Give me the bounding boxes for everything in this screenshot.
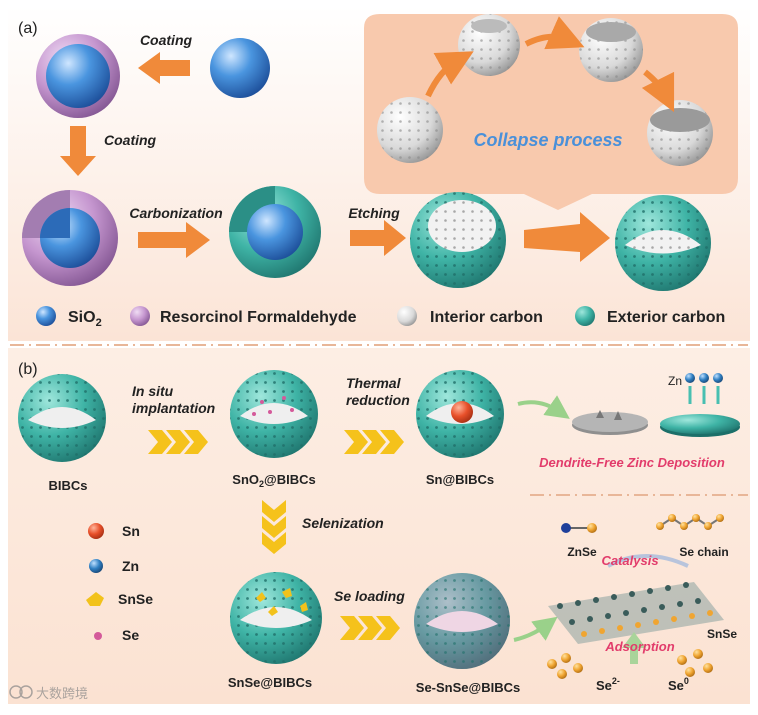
legend-b-se-swatch [94,632,102,640]
zinc-plate-rough [572,410,648,435]
bibcs-sphere [18,374,106,462]
snse-lattice [548,582,724,644]
carbonization-label: Carbonization [129,205,222,221]
legend-b-zn-swatch [89,559,103,573]
collapse-sphere-4 [647,100,713,166]
etching-label: Etching [348,205,400,221]
arrow-etching [350,220,406,256]
collapse-sphere-3 [579,18,643,82]
legend-b-snse-label: SnSe [118,591,153,607]
collapse-sphere-1 [377,97,443,163]
collapse-process-label: Collapse process [473,130,622,150]
collapse-arrow-2 [524,16,585,50]
coating-label-2: Coating [104,132,157,148]
zn-ion-3 [713,373,723,383]
sn-bibcs-sphere [416,370,504,458]
legend-b-zn-label: Zn [122,558,139,574]
chevrons-se-loading [340,616,400,640]
legend-a-interior-label: Interior carbon [430,309,543,326]
se-chain [656,514,724,530]
dendrite-free-label: Dendrite-Free Zinc Deposition [539,455,725,470]
zinc-plate-smooth [660,414,740,437]
se2-ions [547,653,583,679]
znse-label: ZnSe [567,545,597,559]
panel-a-label: (a) [18,20,38,37]
watermark-logo: 大数跨境 [9,685,88,701]
legend-a-interior-swatch [397,306,417,326]
arrow-carbonization [138,222,210,258]
catalysis-arc [607,554,689,568]
znse-molecule [561,523,597,533]
rf-coated-sphere [22,190,118,286]
legend-a-rf-swatch [130,306,150,326]
arrow-coating-2 [60,126,96,176]
sno2-bibcs-sphere [230,370,318,458]
sn-bibcs-label: Sn@BIBCs [426,472,494,487]
legend-a-exterior-swatch [575,306,595,326]
snse-bibcs-sphere [230,572,322,664]
zn-ion-2 [699,373,709,383]
se0-label: Se0 [668,676,689,693]
se-loading-label: Se loading [334,588,405,604]
arrow-coating-1 [138,52,190,84]
legend-b-sn-swatch [88,523,104,539]
arrow-to-mechanism [513,616,558,642]
in-situ-label-1: In situ [132,383,174,399]
arrow-collapse [524,212,610,262]
collapse-arrow-1 [425,51,474,98]
chevrons-in-situ [148,430,208,454]
collapsed-sphere [615,195,711,291]
snse-lattice-label: SnSe [707,627,737,641]
zn-ion-1 [685,373,695,383]
legend-b-se-label: Se [122,627,139,643]
legend-a-exterior-label: Exterior carbon [607,309,725,326]
se-snse-bibcs-sphere [414,573,510,669]
coated-sphere [36,34,120,118]
etched-sphere [410,192,506,288]
in-situ-label-2: implantation [132,400,215,416]
snse-bibcs-label: SnSe@BIBCs [228,675,312,690]
panel-b-label: (b) [18,361,38,378]
watermark-text: 大数跨境 [36,686,88,701]
legend-a-sio2-label: SiO2 [68,309,102,329]
coating-label-1: Coating [140,32,193,48]
chevrons-selenization [262,500,286,554]
adsorption-label: Adsorption [604,639,674,654]
se2-label: Se2- [596,676,620,693]
se-snse-bibcs-label: Se-SnSe@BIBCs [416,680,520,695]
legend-b-snse-swatch [86,592,104,606]
legend-a-rf-label: Resorcinol Formaldehyde [160,309,357,326]
legend-a-sio2-swatch [36,306,56,326]
zn-label-top: Zn [668,374,682,388]
se-chain-label: Se chain [679,545,728,559]
thermal-label-1: Thermal [346,375,402,391]
sno2-bibcs-label: SnO2@BIBCs [232,472,315,489]
legend-b-sn-label: Sn [122,523,140,539]
collapse-arrow-3 [641,69,675,113]
collapse-sphere-2 [458,14,520,76]
catalysis-label: Catalysis [601,553,658,568]
thermal-label-2: reduction [346,392,410,408]
selenization-label: Selenization [302,515,384,531]
arrow-to-deposition [517,395,570,419]
carbonized-sphere [229,186,321,278]
chevrons-thermal [344,430,404,454]
sio2-sphere [210,38,270,98]
se0-atoms [677,649,713,677]
bibcs-label: BIBCs [48,478,87,493]
adsorption-arrow [622,632,646,664]
